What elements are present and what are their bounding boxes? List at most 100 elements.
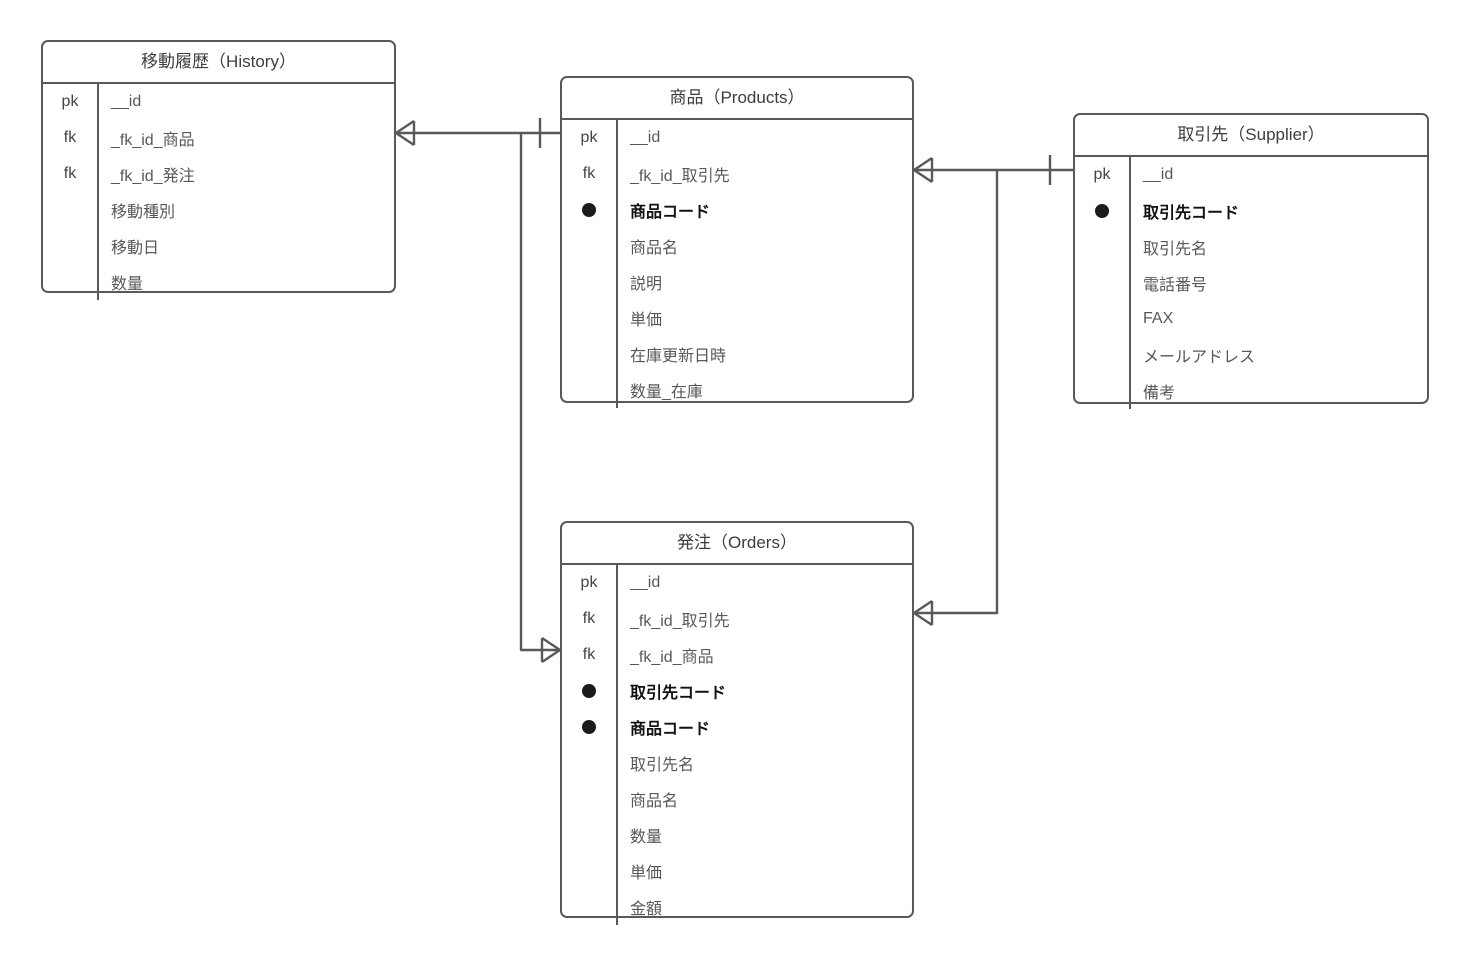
key-label-pk: pk (61, 93, 79, 110)
attribute-name: 数量 (630, 829, 663, 846)
required-attribute-dot-icon (562, 684, 616, 698)
attribute-name: 移動日 (111, 240, 160, 257)
attribute-row[interactable]: pk __id (1075, 157, 1427, 193)
attribute-name: 単価 (630, 312, 663, 329)
attribute-name: 取引先コード (630, 685, 727, 702)
attribute-name: 取引先名 (1143, 241, 1208, 258)
attribute-row[interactable]: 数量 (43, 264, 394, 300)
attribute-name: 商品コード (630, 721, 711, 738)
attribute-row[interactable]: 単価 (562, 853, 912, 889)
attribute-name: FAX (1143, 310, 1174, 327)
attribute-row[interactable]: 移動日 (43, 228, 394, 264)
entity-supplier[interactable]: 取引先（Supplier） pk __id 取引先コード取引先名電話番号 FAX メールア… (1073, 113, 1429, 409)
key-label-fk: fk (582, 165, 596, 182)
attribute-name: 商品コード (630, 204, 711, 221)
attribute-row[interactable]: メールアドレス (1075, 337, 1427, 373)
attribute-name: 移動種別 (111, 204, 176, 221)
attribute-name: 数量 (111, 276, 144, 293)
required-attribute-dot-icon (562, 203, 616, 217)
crowsfoot-orders-supplier (913, 600, 934, 626)
key-label-fk: fk (63, 165, 77, 182)
attribute-name: __id (111, 93, 142, 110)
attribute-name: 数量_在庫 (630, 384, 703, 401)
key-column-divider (97, 84, 99, 300)
attribute-row[interactable]: fk _fk_id_発注 (43, 156, 394, 192)
entity-title-products: 商品（Products） (562, 78, 912, 120)
key-column-divider (616, 565, 618, 925)
attribute-name: _fk_id_発注 (111, 168, 195, 185)
attribute-row[interactable]: 備考 (1075, 373, 1427, 409)
relationship-line-products-orders (519, 133, 560, 652)
attribute-row[interactable]: fk _fk_id_商品 (43, 120, 394, 156)
filled-circle-icon (582, 684, 596, 698)
entity-title-supplier: 取引先（Supplier） (1075, 115, 1427, 157)
crowsfoot-orders-products (540, 637, 561, 663)
crowsfoot-products-supplier (913, 157, 934, 183)
crowsfoot-history (395, 120, 416, 146)
attribute-row[interactable]: 在庫更新日時 (562, 336, 912, 372)
attribute-row[interactable]: 説明 (562, 264, 912, 300)
attribute-row[interactable]: FAX (1075, 301, 1427, 337)
filled-circle-icon (1095, 204, 1109, 218)
attribute-row[interactable]: 商品名 (562, 228, 912, 264)
required-attribute-dot-icon (562, 720, 616, 734)
attribute-name: 商品名 (630, 240, 679, 257)
key-label-fk: fk (63, 129, 77, 146)
attribute-row[interactable]: 金額 (562, 889, 912, 925)
attribute-name: _fk_id_商品 (630, 649, 714, 666)
attribute-row[interactable]: 取引先名 (1075, 229, 1427, 265)
attribute-row[interactable]: 商品コード (562, 709, 912, 745)
entity-title-orders: 発注（Orders） (562, 523, 912, 565)
attribute-row[interactable]: pk __id (562, 565, 912, 601)
attribute-name: 金額 (630, 901, 663, 918)
required-attribute-dot-icon (1075, 204, 1129, 218)
attribute-row[interactable]: 数量 (562, 817, 912, 853)
key-label-pk: pk (580, 129, 598, 146)
attribute-name: 説明 (630, 276, 663, 293)
key-column-divider (616, 120, 618, 408)
entity-attributes-supplier: pk __id 取引先コード取引先名電話番号 FAX メールアドレス備考 (1075, 157, 1427, 409)
attribute-name: _fk_id_商品 (111, 132, 195, 149)
attribute-name: __id (1143, 166, 1174, 183)
attribute-row[interactable]: 取引先名 (562, 745, 912, 781)
attribute-row[interactable]: 商品コード (562, 192, 912, 228)
key-label-fk: fk (582, 646, 596, 663)
attribute-name: __id (630, 574, 661, 591)
filled-circle-icon (582, 720, 596, 734)
attribute-name: 電話番号 (1143, 277, 1208, 294)
key-label-pk: pk (1093, 166, 1111, 183)
attribute-row[interactable]: pk __id (562, 120, 912, 156)
attribute-name: 取引先名 (630, 757, 695, 774)
attribute-row[interactable]: 移動種別 (43, 192, 394, 228)
attribute-name: _fk_id_取引先 (630, 168, 730, 185)
entity-title-history: 移動履歴（History） (43, 42, 394, 84)
attribute-row[interactable]: 商品名 (562, 781, 912, 817)
attribute-row[interactable]: 取引先コード (562, 673, 912, 709)
attribute-name: 単価 (630, 865, 663, 882)
key-column-divider (1129, 157, 1131, 409)
attribute-row[interactable]: 単価 (562, 300, 912, 336)
attribute-row[interactable]: fk _fk_id_商品 (562, 637, 912, 673)
attribute-row[interactable]: 取引先コード (1075, 193, 1427, 229)
attribute-row[interactable]: 数量_在庫 (562, 372, 912, 408)
key-label-fk: fk (582, 610, 596, 627)
attribute-row[interactable]: fk _fk_id_取引先 (562, 156, 912, 192)
attribute-name: 在庫更新日時 (630, 348, 727, 365)
attribute-row[interactable]: pk __id (43, 84, 394, 120)
filled-circle-icon (582, 203, 596, 217)
attribute-name: 備考 (1143, 385, 1176, 402)
attribute-row[interactable]: fk_fk_id_取引先 (562, 601, 912, 637)
relationship-line-supplier-orders (914, 170, 999, 615)
attribute-name: __id (630, 129, 661, 146)
attribute-row[interactable]: 電話番号 (1075, 265, 1427, 301)
attribute-name: メールアドレス (1143, 349, 1256, 366)
attribute-name: 商品名 (630, 793, 679, 810)
key-label-pk: pk (580, 574, 598, 591)
